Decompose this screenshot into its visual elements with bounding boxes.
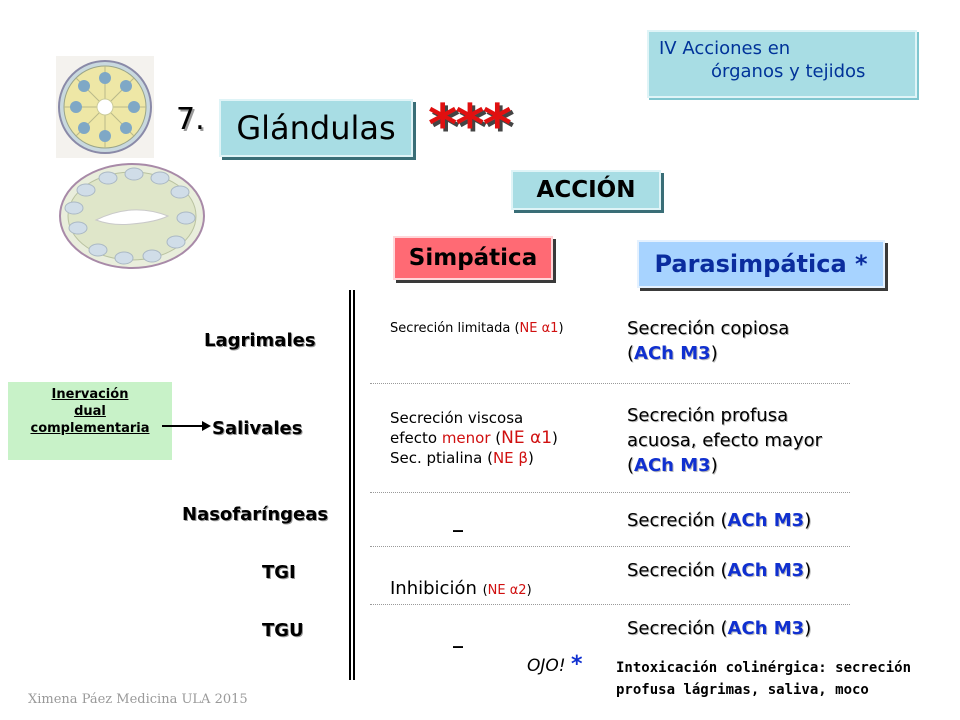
section-line2: órganos y tejidos [711, 61, 866, 82]
arrow-icon [162, 421, 211, 431]
para-nasofaringeas: Secreción (ACh M3) [627, 510, 812, 531]
ojo-label: OJO! * [527, 652, 583, 677]
simp-tgu: _ [453, 624, 463, 648]
para-tgu: Secreción (ACh M3) [627, 618, 812, 639]
gland-acinus-image [56, 56, 154, 158]
gland-tgu: TGU [262, 620, 304, 641]
gland-salivales: Salivales [212, 418, 303, 439]
section-line1: IV Acciones en [659, 38, 791, 59]
para-salivales: Secreción profusa acuosa, efecto mayor (… [627, 405, 823, 476]
para-lagrimales: Secreción copiosa (ACh M3) [627, 318, 790, 364]
accion-heading: ACCIÓN [511, 170, 661, 210]
row-separator [370, 546, 850, 547]
simpatica-heading: Simpática [393, 236, 553, 280]
gland-duct-image [56, 160, 208, 272]
gland-tgi: TGI [262, 562, 296, 583]
inervacion-line2: dual [74, 404, 106, 419]
inervacion-line3: complementaria [30, 421, 150, 436]
section-box: IV Acciones en órganos y tejidos [647, 30, 917, 98]
gland-lagrimales: Lagrimales [204, 330, 316, 351]
simp-salivales: Secreción viscosa efecto menor (NE α1) S… [390, 409, 558, 467]
gland-nasofaringeas: Nasofaríngeas [182, 504, 329, 525]
inervacion-line1: Inervación [51, 387, 129, 402]
row-separator [370, 492, 850, 493]
simp-lagrimales: Secreción limitada (NE α1) [390, 321, 564, 336]
simp-nasofaringeas: _ [453, 508, 463, 532]
simp-tgi: Inhibición (NE α2) [390, 578, 532, 599]
page-title: Glándulas [219, 99, 413, 157]
section-number: 7. [176, 102, 205, 137]
row-separator [370, 604, 850, 605]
para-tgi: Secreción (ACh M3) [627, 560, 812, 581]
parasimpatica-heading: Parasimpática * [637, 240, 885, 288]
importance-stars: *** [428, 93, 512, 158]
colinergic-note: Intoxicación colinérgica: secreción prof… [616, 660, 912, 698]
inervacion-box: Inervación dual complementaria [8, 382, 172, 460]
row-separator [370, 383, 850, 384]
credit: Ximena Páez Medicina ULA 2015 [28, 692, 248, 707]
divider-vertical [349, 290, 355, 680]
